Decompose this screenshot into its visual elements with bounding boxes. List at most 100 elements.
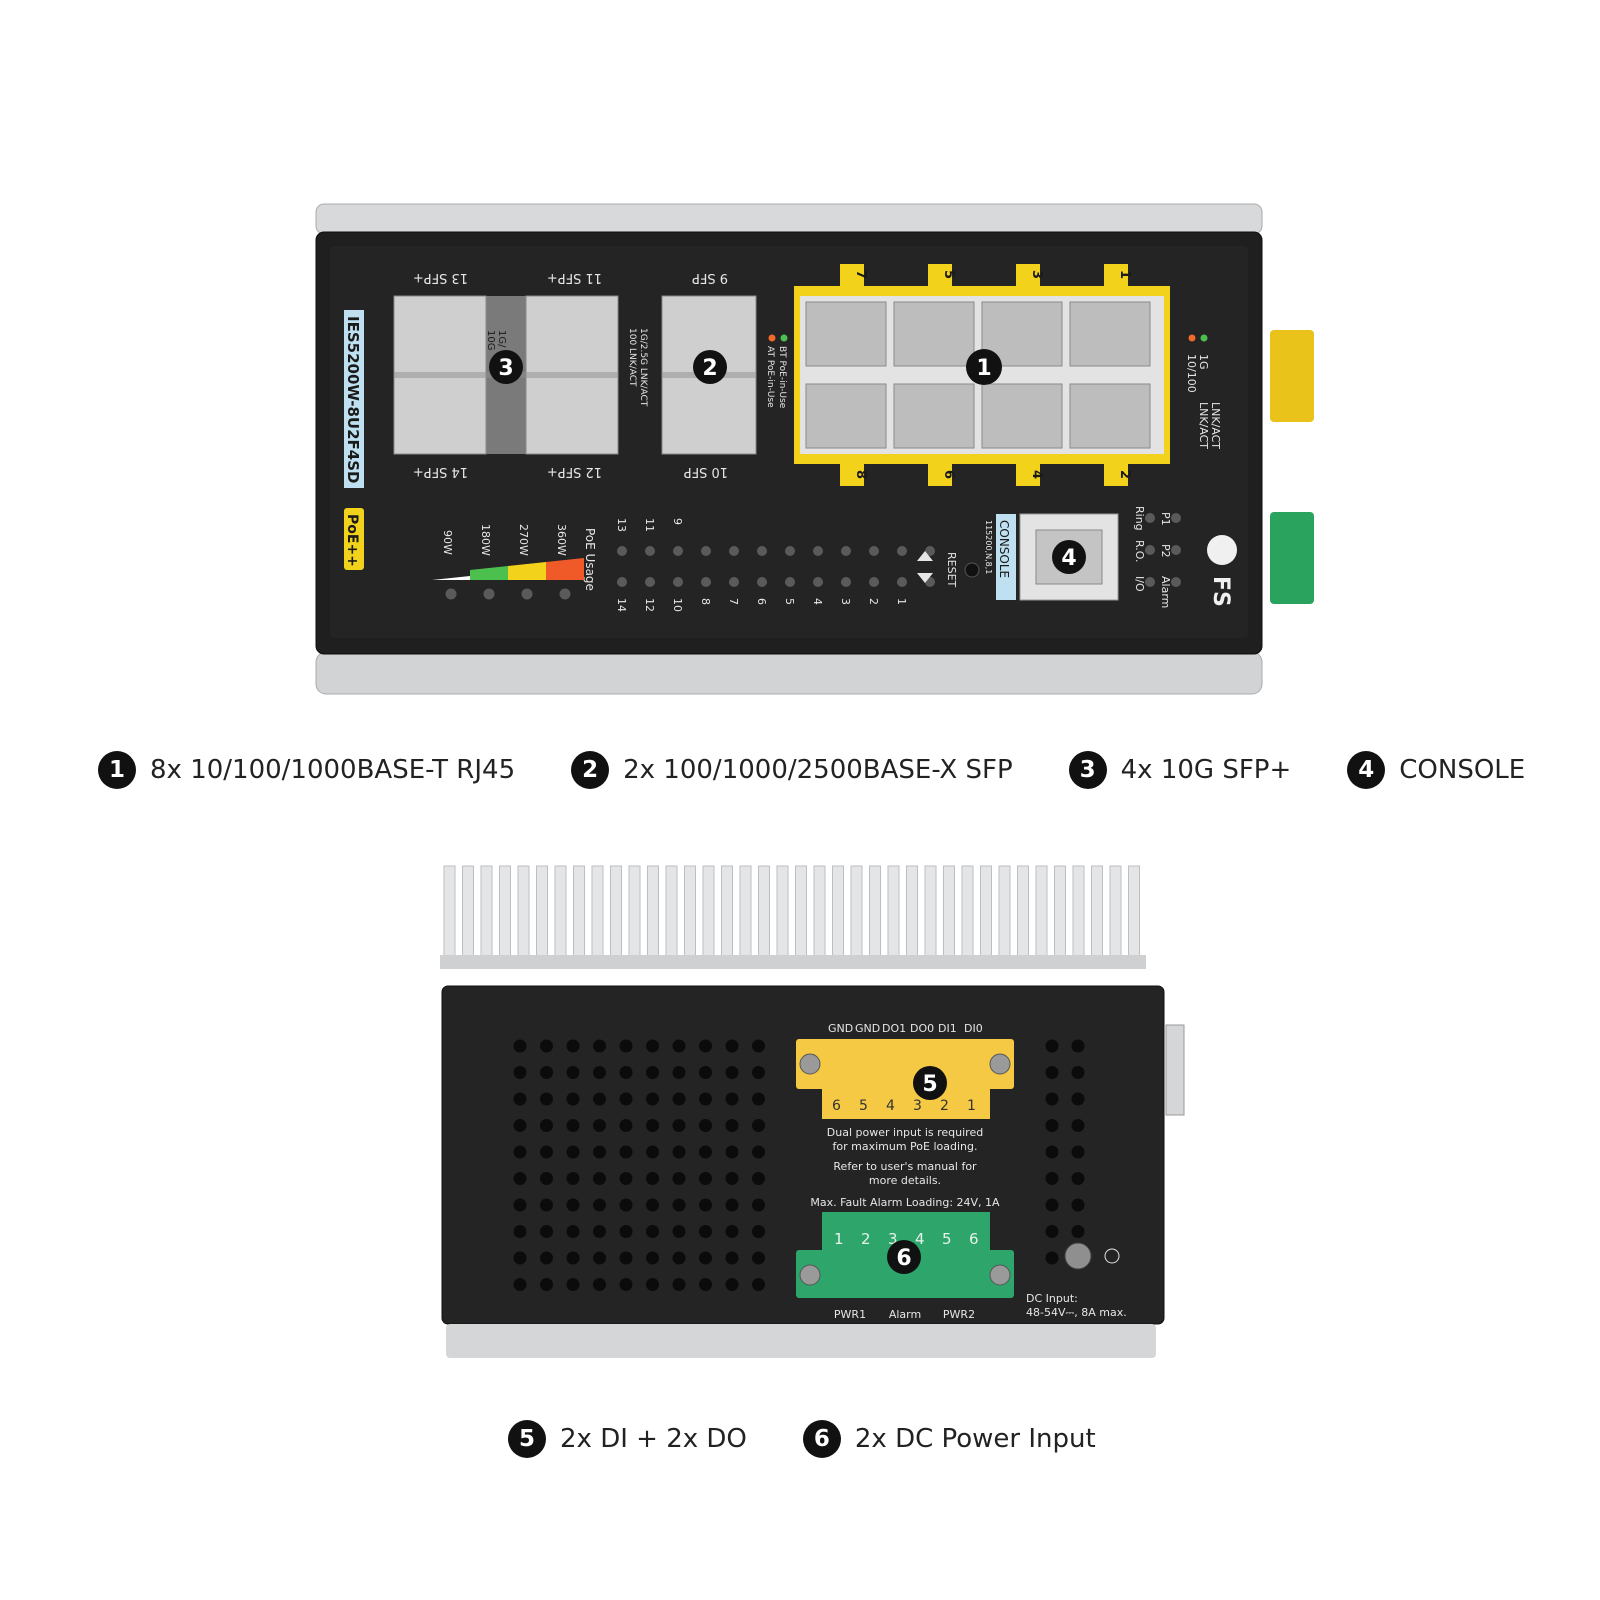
led-dot [841,577,851,587]
status-label: R.O. [1133,540,1146,562]
rj45-led-label: 10/100 [1185,354,1198,393]
led-dot [559,588,571,600]
vent-hole [646,1251,659,1265]
dido-pin-label: GND [855,1022,880,1035]
rj45-group: 7 5 3 1 8 6 4 2 1 [794,264,1170,486]
vent-hole [1071,1092,1085,1106]
vent-hole [619,1092,633,1106]
power-terminal-block[interactable] [796,1250,1014,1298]
rj45-port-6[interactable] [893,383,975,449]
heatsink-fin [610,865,622,963]
heatsink-fin [850,865,863,963]
led-dot [785,546,795,556]
vent-hole [672,1039,686,1053]
vent-hole [725,1225,739,1238]
vent-hole [513,1145,527,1159]
heatsink-fin [554,865,567,963]
vent-hole [672,1066,686,1079]
heatsink-fins [443,865,1140,963]
rj45-tab [1016,464,1040,486]
rj45-label: 1 [1117,270,1132,279]
sfp-led-label: 100 LNK/ACT [627,328,637,387]
callout-6-number: 6 [896,1246,911,1271]
vent-hole [725,1092,739,1106]
rj45-label: 8 [853,470,868,479]
led-dot [869,577,879,587]
led-dot [701,577,711,587]
led-dot [1171,577,1181,587]
dido-terminal-block[interactable] [796,1039,1014,1089]
led-dot [925,546,935,556]
rj45-label: 2 [1117,470,1132,479]
vent-hole [593,1039,606,1053]
rj45-port-5[interactable] [893,301,975,367]
port-led-number: 13 [615,518,628,532]
rj45-tab [928,464,952,486]
rj45-led-label: 1G [1197,354,1210,370]
led-dot [1145,545,1155,555]
rj45-label: 6 [941,470,956,479]
arrow-down-icon [917,573,933,583]
poe-usage-level: 180W [479,524,492,556]
legend-number-badge: 5 [508,1420,546,1458]
vent-hole [513,1066,527,1079]
status-label: Ring [1133,506,1146,531]
legend-text: 2x DI + 2x DO [560,1424,747,1454]
vent-hole [752,1225,765,1238]
rj45-port-7[interactable] [805,301,887,367]
console-sub-label: 115200,N,8,1 [984,520,993,574]
port-led-number: 4 [811,598,824,605]
vent-hole [619,1225,633,1238]
vent-hole [1045,1039,1059,1053]
vent-holes-left [513,1039,765,1291]
vent-hole [699,1119,712,1132]
housing-bottom-rail [315,651,1263,695]
sfp-plus-bottom-label-12: 12 SFP+ [547,464,602,479]
rj45-label: 5 [941,270,956,279]
heatsink-fin [1128,865,1140,963]
sfp-plus-top-label-11: 11 SFP+ [547,270,602,285]
rj45-port-1[interactable] [1069,301,1151,367]
reset-label: RESET [945,552,958,588]
vent-hole [540,1278,553,1291]
dido-pin-number: 2 [940,1098,949,1114]
dc-input-label: DC Input: [1026,1292,1078,1305]
rear-bottom-rail [446,1324,1156,1358]
status-label: Alarm [1159,576,1172,608]
rj45-port-4[interactable] [981,383,1063,449]
poe-bar-90w [432,576,470,580]
callout-3-number: 3 [498,356,513,381]
vent-hole [593,1066,606,1079]
legend-text: CONSOLE [1399,755,1526,785]
heatsink-fin [980,865,992,963]
din-clip [1165,1024,1185,1116]
vent-hole [593,1119,606,1132]
vent-hole [540,1251,553,1265]
callout-3 [489,350,523,384]
rear-panel [441,985,1165,1325]
heatsink-fin [721,865,733,963]
vent-hole [725,1066,739,1079]
dido-terminal: GND GND DO1 DO0 DI1 DI0 6 5 4 3 2 1 5 [796,1022,1014,1119]
led-dot [617,546,627,556]
rj45-port-2[interactable] [1069,383,1151,449]
callout-1 [966,349,1002,385]
rj45-port-8[interactable] [805,383,887,449]
notice-line: Dual power input is required [827,1126,983,1139]
heatsink-fin [591,865,604,963]
legend-item: 5 2x DI + 2x DO [508,1420,747,1458]
vent-hole [725,1119,739,1132]
heatsink-fin [832,865,844,963]
heatsink-base [440,955,1146,969]
vent-hole [699,1225,712,1238]
vent-hole [725,1039,739,1053]
console-label: CONSOLE [997,520,1011,578]
reset-button[interactable] [964,562,980,578]
poe-usage-level: 90W [441,530,454,555]
sfp-top-label: 9 SFP [692,270,728,285]
vent-hole [699,1145,712,1159]
vent-hole [540,1225,553,1238]
dido-pin-label: DO0 [910,1022,934,1035]
vent-hole [593,1251,606,1265]
vent-hole [752,1145,765,1159]
